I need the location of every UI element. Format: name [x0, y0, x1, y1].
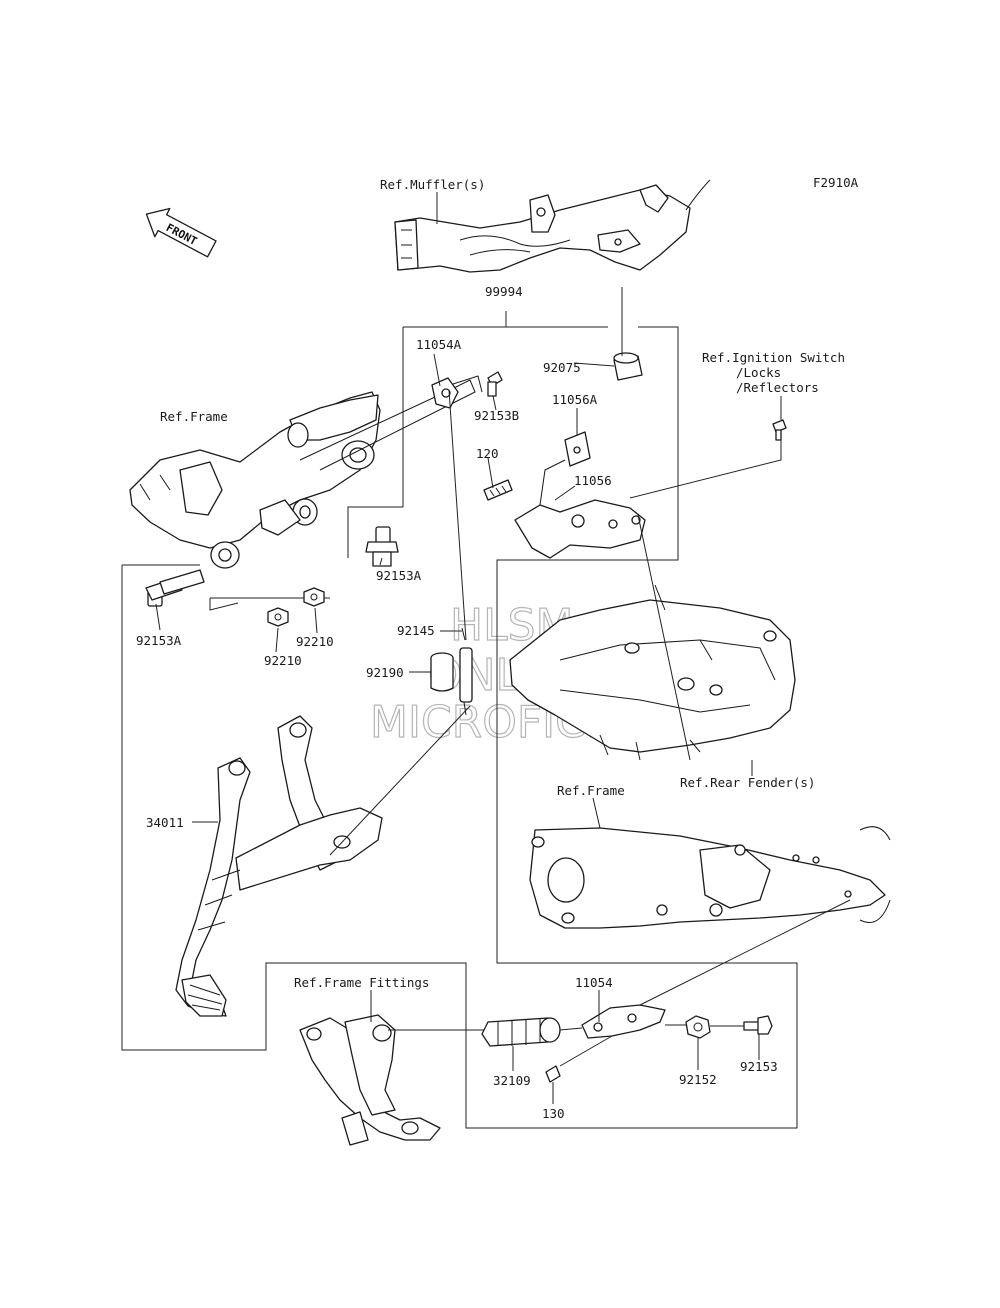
rear-fender-ref-part	[509, 584, 796, 761]
bracket-11054	[581, 1004, 666, 1039]
spring-92145	[459, 627, 473, 716]
label-ref-rear-fender: Ref.Rear Fender(s)	[680, 775, 815, 790]
label-34011: 34011	[146, 815, 184, 830]
label-ref-muffler: Ref.Muffler(s)	[380, 177, 485, 192]
label-120: 120	[476, 446, 499, 461]
callout-frames	[121, 311, 798, 1129]
bolt-92153A-right	[365, 526, 399, 567]
leader-lines	[155, 192, 851, 1104]
nut-92210-b	[303, 587, 325, 607]
bolt-92153B	[487, 371, 503, 397]
label-92210-left: 92210	[264, 653, 302, 668]
label-ref-ignition-2: /Locks	[736, 365, 781, 380]
front-arrow-icon: FRONT	[145, 207, 217, 258]
label-11056A: 11056A	[552, 392, 598, 407]
rubber-32109	[481, 1017, 561, 1047]
bracket-11056	[514, 459, 646, 559]
label-99994: 99994	[485, 284, 523, 299]
label-11054: 11054	[575, 975, 613, 990]
label-ref-ignition-3: /Reflectors	[736, 380, 819, 395]
bolt-120	[483, 479, 513, 501]
label-92153: 92153	[740, 1059, 778, 1074]
screw-ignition-ref	[772, 419, 787, 441]
bolt-92153	[743, 1015, 773, 1035]
label-92153B: 92153B	[474, 408, 519, 423]
label-92210-right: 92210	[296, 634, 334, 649]
bolt-130	[545, 1065, 561, 1083]
bracket-11056A	[564, 431, 591, 467]
rubber-92075	[613, 352, 643, 381]
label-92153A-left: 92153A	[136, 633, 182, 648]
label-130: 130	[542, 1106, 565, 1121]
labels: Ref.Muffler(s) F2910A 99994 92075 11054A…	[136, 175, 859, 1121]
label-92152: 92152	[679, 1072, 717, 1087]
label-32109: 32109	[493, 1073, 531, 1088]
label-ref-frame-2: Ref.Frame	[557, 783, 625, 798]
frame-lower-ref-part	[529, 826, 891, 929]
label-92145: 92145	[397, 623, 435, 638]
figure-code: F2910A	[813, 175, 859, 190]
frame-pivot-ref-part	[129, 375, 483, 569]
nut-92210-a	[267, 607, 289, 627]
label-11054A: 11054A	[416, 337, 462, 352]
collar-92190	[430, 652, 454, 692]
label-92190: 92190	[366, 665, 404, 680]
frame-fittings-ref-part	[299, 1014, 441, 1146]
nut-92152	[685, 1015, 711, 1039]
muffler-ref-part	[394, 179, 711, 273]
center-stand-34011	[175, 715, 383, 1017]
label-ref-frame-1: Ref.Frame	[160, 409, 228, 424]
bolt-92153A-left	[145, 569, 205, 607]
label-ref-frame-fittings: Ref.Frame Fittings	[294, 975, 429, 990]
label-11056: 11056	[574, 473, 612, 488]
label-92153A-right: 92153A	[376, 568, 422, 583]
bracket-11054A	[431, 377, 459, 409]
label-ref-ignition-1: Ref.Ignition Switch	[702, 350, 845, 365]
label-92075: 92075	[543, 360, 581, 375]
